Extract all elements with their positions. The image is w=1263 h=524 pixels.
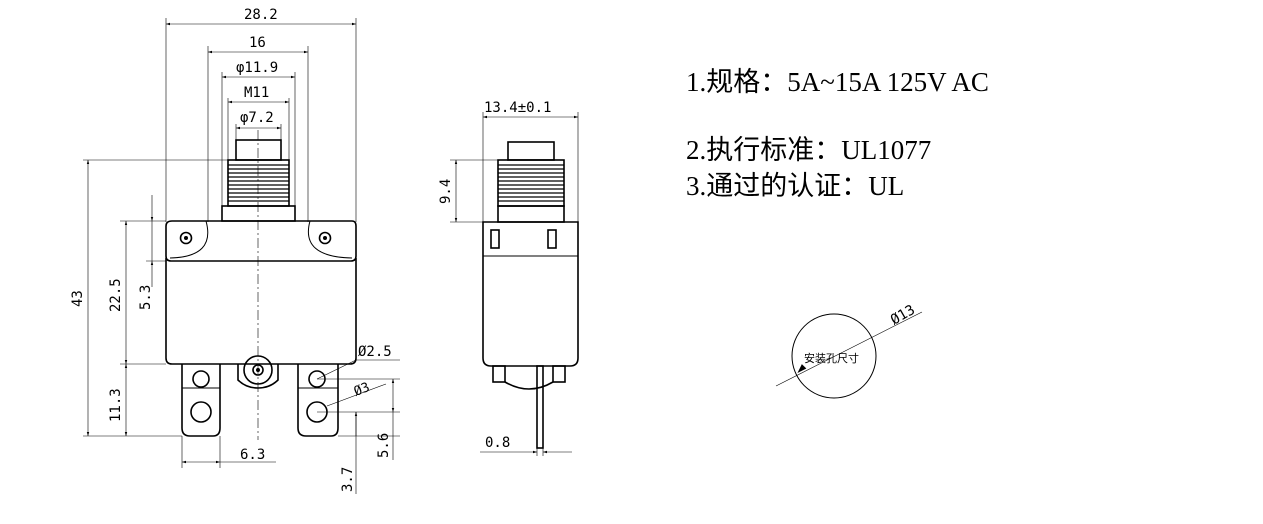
dim-overall-width: 28.2 (244, 7, 278, 23)
dim-flange-height: 5.3 (138, 285, 154, 310)
dim-terminal-hole-pos: 3.7 (340, 467, 356, 492)
dim-thread-size: M11 (244, 85, 269, 101)
side-button (507, 141, 555, 161)
side-body-outline (482, 221, 579, 367)
spec-line-2: 2.执行标准：UL1077 (686, 135, 931, 165)
terminal-right (297, 364, 339, 437)
spec-line-1: 1.规格：5A~15A 125V AC (686, 67, 989, 97)
thread-collar (221, 205, 296, 222)
mount-hole-left (179, 231, 193, 245)
dim-depth: 13.4±0.1 (484, 100, 551, 116)
terminal-left (181, 364, 221, 437)
reset-button (235, 139, 282, 161)
dim-thread-dia: φ11.9 (236, 60, 278, 76)
mounting-hole-label: 安装孔尺寸 (804, 351, 859, 365)
dim-button-dia: φ7.2 (240, 110, 274, 126)
side-collar (497, 205, 565, 223)
dim-terminal-width: 6.3 (240, 447, 265, 463)
side-terminal (536, 365, 544, 449)
dim-thread-length: 9.4 (438, 179, 454, 204)
dim-body-height: 22.5 (108, 278, 124, 312)
front-body-outline (165, 258, 357, 365)
front-flange-outline (165, 220, 357, 262)
dim-terminal-thickness: 0.8 (485, 435, 510, 451)
front-view: 28.2 16 φ11.9 M11 φ7.2 43 22.5 (70, 7, 400, 494)
mounting-hole-dia: Ø13 (888, 302, 918, 329)
dim-overall-height: 43 (70, 290, 86, 307)
side-bushing (497, 159, 565, 207)
mount-hole-right (318, 231, 332, 245)
bottom-lobe (237, 364, 279, 389)
mounting-hole-circle (791, 313, 877, 399)
side-view: 13.4±0.1 9.4 0.8 (438, 100, 579, 456)
dim-button-width: 16 (249, 35, 266, 51)
threaded-bushing (227, 159, 290, 207)
dim-hole-large: Ø3 (352, 380, 372, 400)
spec-line-3: 3.通过的认证：UL (686, 171, 904, 201)
dim-terminal-height: 11.3 (108, 388, 124, 422)
spec-block: 1.规格：5A~15A 125V AC 2.执行标准：UL1077 3.通过的认… (686, 67, 989, 201)
dim-terminal-offset: 5.6 (376, 433, 392, 458)
mounting-hole-detail: 安装孔尺寸 Ø13 (775, 302, 923, 399)
dim-hole-small: Ø2.5 (358, 344, 392, 360)
